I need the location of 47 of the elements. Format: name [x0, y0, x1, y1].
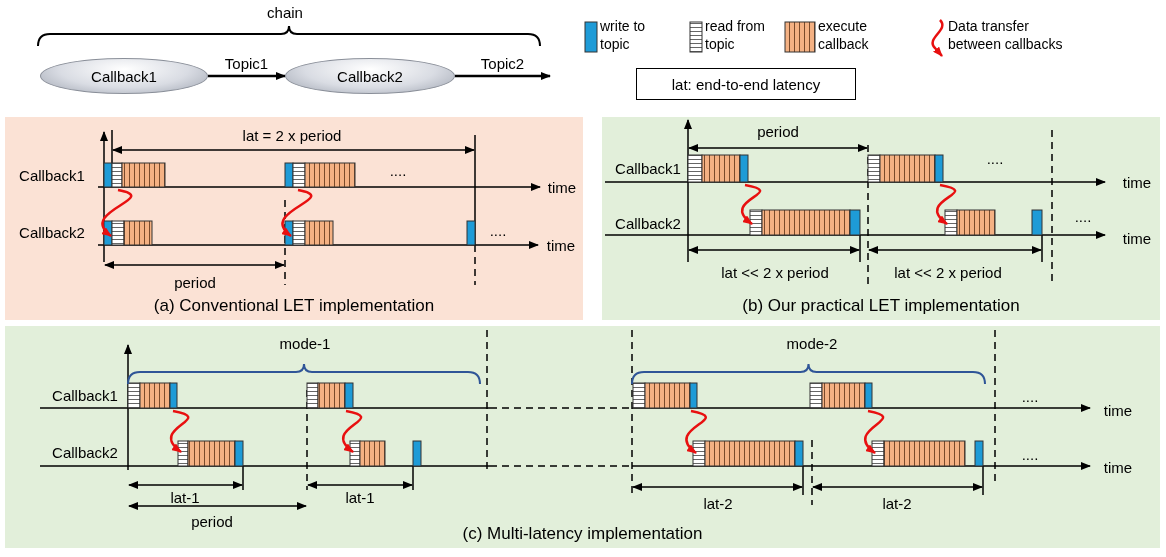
interval-label: lat-2: [703, 494, 733, 512]
interval-label: lat << 2 x period: [721, 263, 829, 281]
axis-label: time: [1103, 401, 1133, 419]
axis-label: time: [1122, 229, 1152, 247]
note-box: lat: end-to-end latency: [636, 68, 856, 100]
axis-label: time: [547, 178, 577, 196]
ellipsis: ....: [1074, 207, 1092, 225]
axis-label: time: [1122, 173, 1152, 191]
lane-label: Callback1: [19, 166, 85, 184]
interval-label: period: [191, 512, 233, 530]
interval-label: lat-1: [345, 488, 375, 506]
ellipsis: ....: [986, 149, 1004, 167]
axis-label: time: [1103, 458, 1133, 476]
legend-label: read from topic: [705, 17, 766, 53]
axis-label: time: [546, 236, 576, 254]
ellipsis: ....: [1021, 387, 1039, 405]
lane-label: Callback1: [52, 386, 118, 404]
mode-label: mode-1: [279, 334, 331, 352]
callback-ellipse: Callback1: [40, 58, 208, 94]
legend-label: Data transfer between callbacks: [948, 17, 1064, 53]
panel-caption: (b) Our practical LET implementation: [742, 296, 1020, 316]
panel-background: [5, 117, 583, 320]
panel-caption: (a) Conventional LET implementation: [153, 296, 435, 316]
interval-label: lat = 2 x period: [242, 126, 342, 144]
interval-label: lat-2: [882, 494, 912, 512]
mode-label: mode-2: [786, 334, 838, 352]
interval-label: period: [174, 273, 216, 291]
arrow: [455, 72, 551, 80]
lane-label: Callback2: [615, 214, 681, 232]
ellipsis: ....: [389, 161, 407, 179]
interval-label: lat << 2 x period: [894, 263, 1002, 281]
interval-label: lat-1: [170, 488, 200, 506]
legend-label: write to topic: [600, 17, 647, 53]
legend-label: execute callback: [818, 17, 870, 53]
lane-label: Callback2: [19, 223, 85, 241]
ellipsis: ....: [1021, 445, 1039, 463]
brace-label: chain: [267, 3, 303, 21]
panel-background: [5, 326, 1160, 548]
edge-label: Topic2: [480, 54, 525, 72]
edge-label: Topic1: [224, 54, 269, 72]
callback-ellipse: Callback2: [285, 58, 455, 94]
lane-label: Callback2: [52, 443, 118, 461]
arrow: [208, 72, 286, 80]
interval-label: period: [757, 122, 799, 140]
panel-caption: (c) Multi-latency implementation: [462, 524, 703, 544]
lane-label: Callback1: [615, 159, 681, 177]
ellipsis: ....: [489, 221, 507, 239]
